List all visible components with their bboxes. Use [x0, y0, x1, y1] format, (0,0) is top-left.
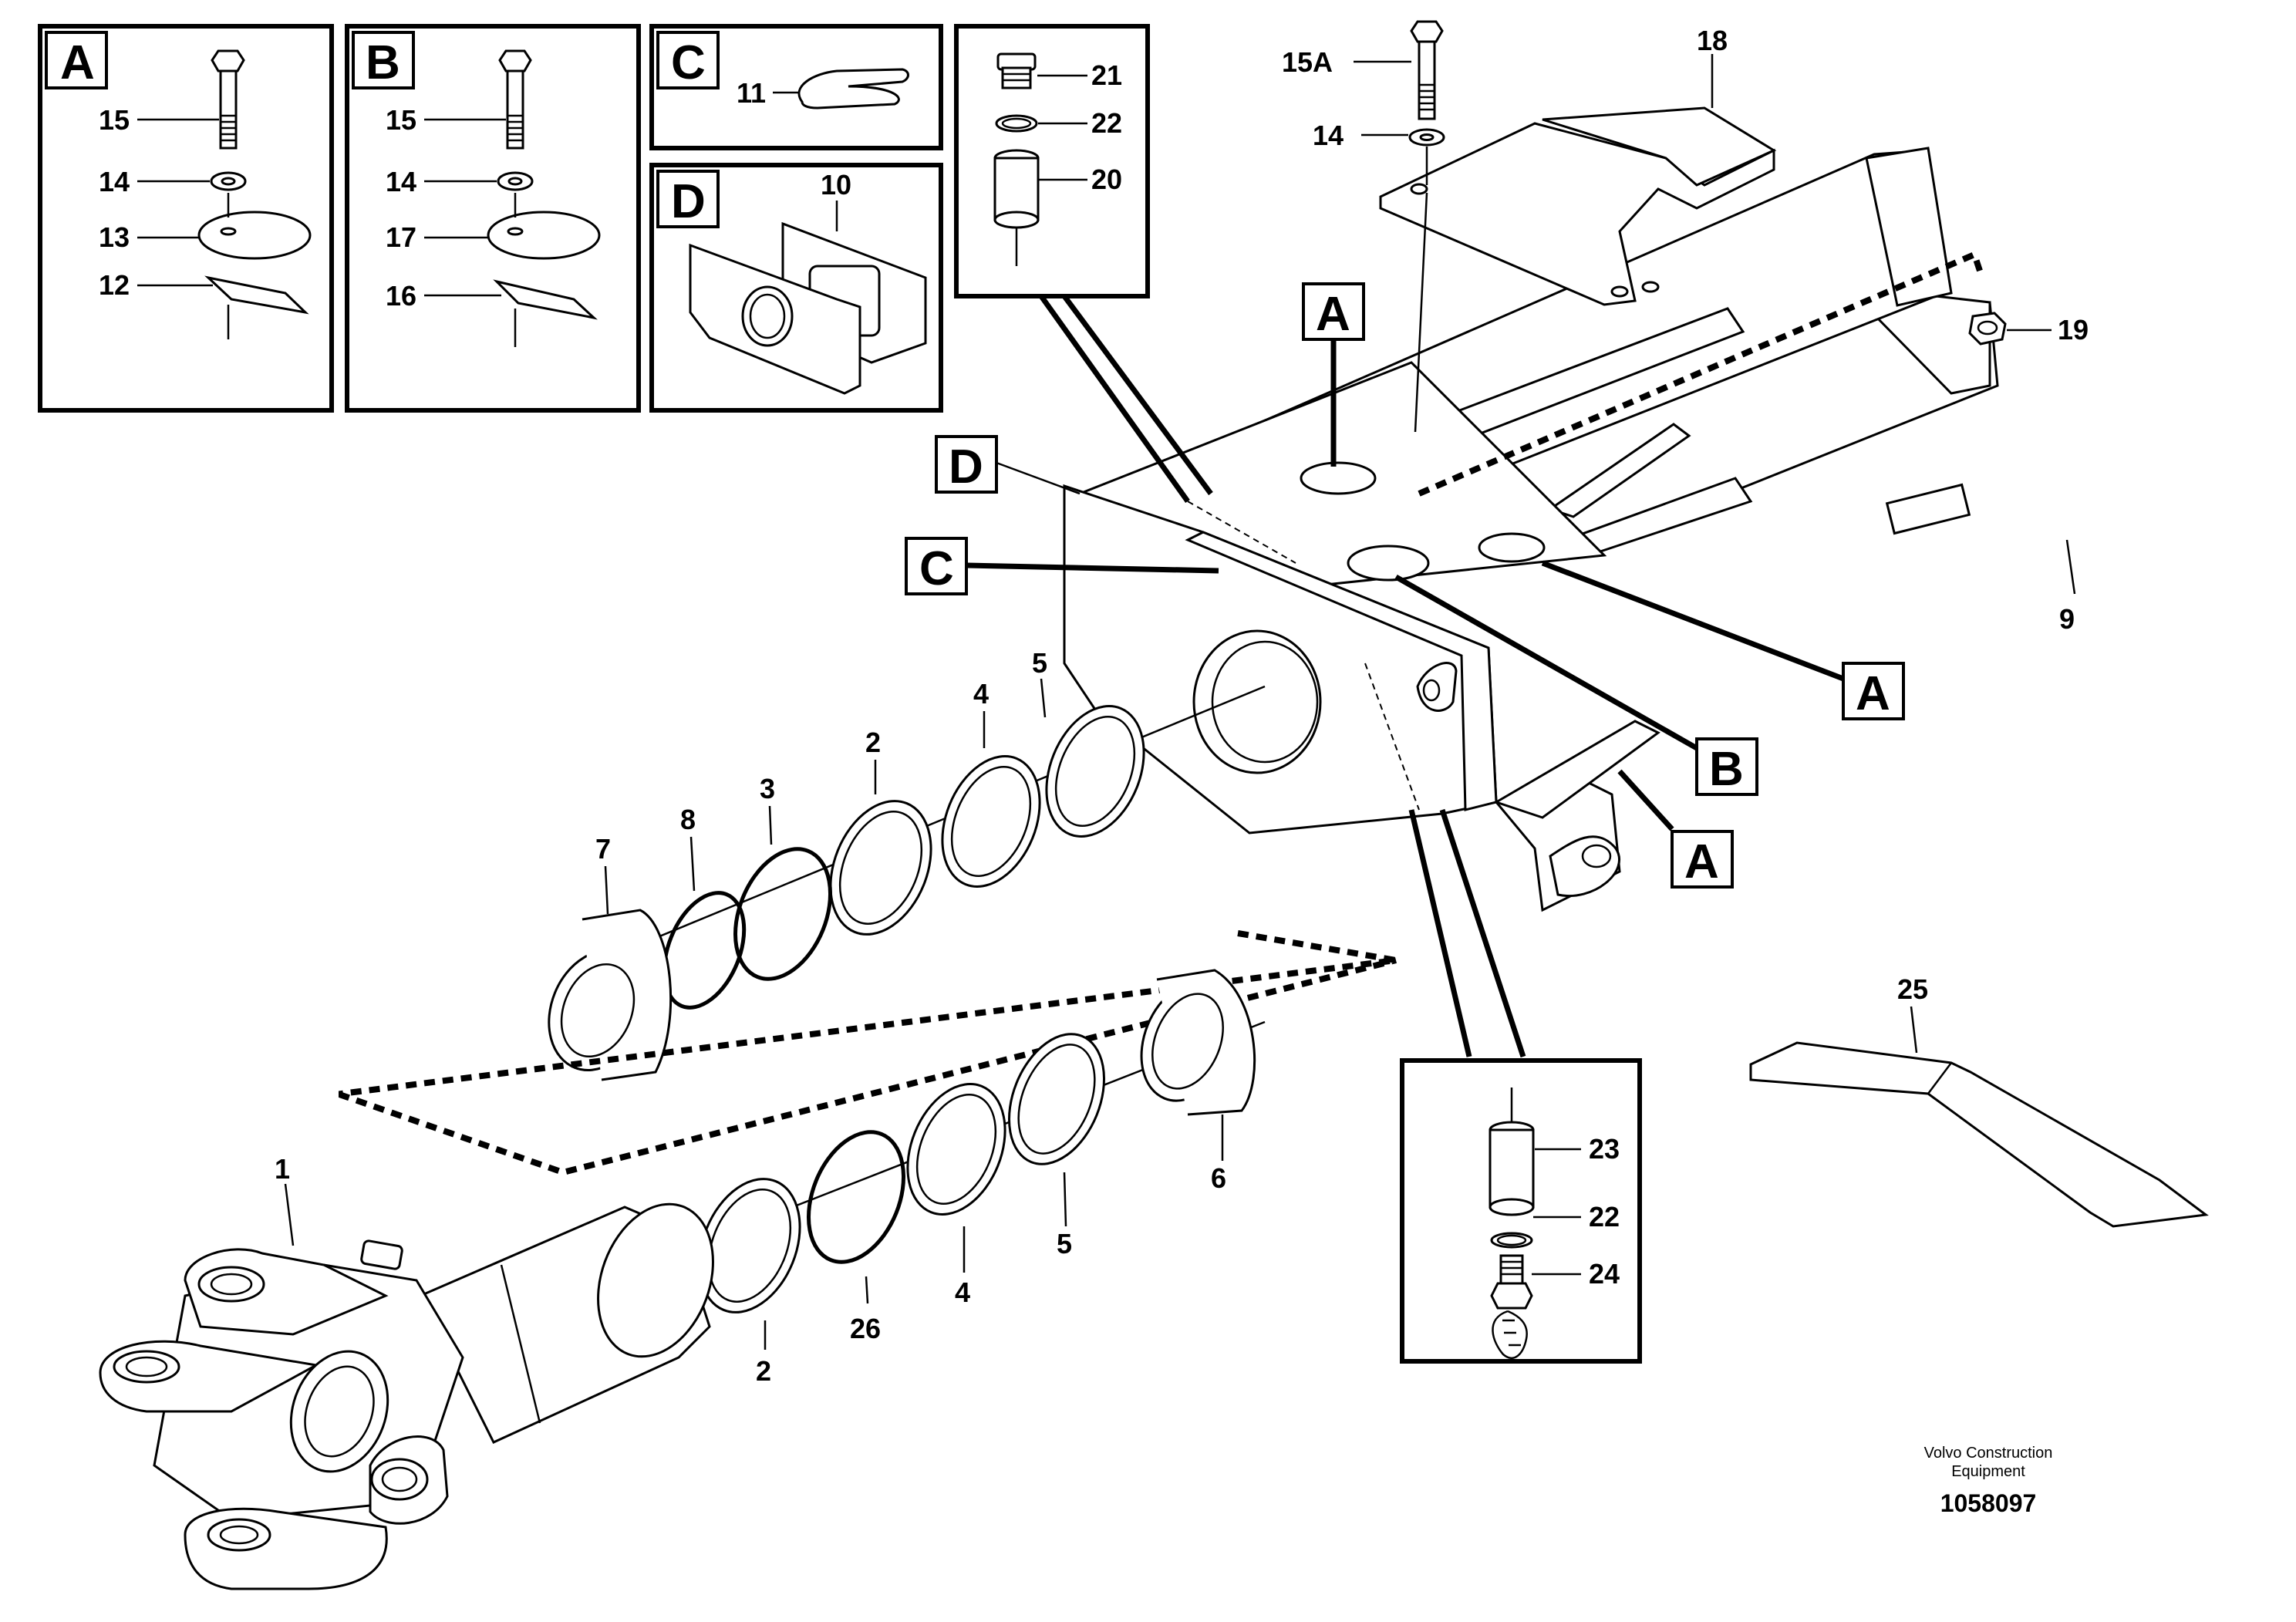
brand-line-1: Volvo Construction: [1924, 1445, 2053, 1462]
label-11: 11: [737, 77, 766, 109]
inset-plug: 21 22 20: [954, 24, 1150, 298]
tag-b: B: [1709, 743, 1744, 796]
label-4: 4: [973, 678, 989, 710]
inset-d-letter: D: [671, 175, 706, 228]
inset-b-letter: B: [366, 36, 400, 89]
label-15: 15: [386, 104, 416, 136]
label-25: 25: [1897, 973, 1928, 1005]
label-12: 12: [99, 269, 130, 301]
cover-plate-18: 15A 14 18: [1282, 20, 1777, 433]
bearing-rings-upper: 5 4 2 3 8 7: [548, 647, 1266, 1081]
label-1: 1: [275, 1153, 290, 1185]
label-5: 5: [1032, 647, 1047, 679]
label-3: 3: [760, 773, 775, 804]
label-23: 23: [1589, 1133, 1620, 1165]
inset-a-letter: A: [60, 36, 95, 89]
brand-line-2: Equipment: [1951, 1463, 2025, 1480]
inset-a: A 15 14 13 12: [38, 24, 334, 413]
label-8: 8: [680, 804, 696, 835]
inset-grease-nipple: 23 22 24: [1400, 1058, 1642, 1364]
label-7: 7: [595, 833, 611, 865]
label-14: 14: [99, 166, 130, 197]
label-24: 24: [1589, 1258, 1620, 1290]
dashed-reference-outline: [339, 930, 1397, 1176]
label-22: 22: [1091, 107, 1122, 139]
label-15: 15: [99, 104, 130, 136]
label-18: 18: [1697, 25, 1728, 56]
tag-d: D: [949, 440, 983, 494]
propeller-shaft-1: 1: [99, 1153, 714, 1590]
tag-a-top: A: [1316, 288, 1350, 341]
label-14: 14: [386, 166, 416, 197]
frame-callouts: A D C A B A: [905, 282, 1905, 1058]
label-10: 10: [821, 169, 851, 201]
label-15a: 15A: [1282, 46, 1333, 78]
tag-a-right: A: [1856, 667, 1890, 720]
tag-a-low: A: [1684, 835, 1719, 889]
label-20: 20: [1091, 164, 1122, 195]
inset-b: B 15 14 17 16: [345, 24, 641, 413]
branding: Volvo Construction Equipment 1058097: [1924, 1445, 2053, 1517]
label-14-top: 14: [1313, 120, 1344, 151]
label-21: 21: [1091, 59, 1122, 91]
document-number: 1058097: [1940, 1489, 2037, 1517]
inset-c: C 11: [649, 24, 943, 150]
label-17: 17: [386, 221, 416, 253]
label-22: 22: [1589, 1201, 1620, 1233]
label-2: 2: [756, 1355, 771, 1387]
label-19: 19: [2058, 314, 2089, 346]
bearing-rings-lower: 6 5 4 26 2: [693, 969, 1266, 1387]
label-2: 2: [865, 727, 881, 758]
label-5: 5: [1057, 1228, 1072, 1259]
inset-d: D 10: [649, 163, 943, 413]
nut-19: 19 9: [1968, 312, 2089, 635]
tag-c: C: [919, 542, 954, 595]
label-13: 13: [99, 221, 130, 253]
label-16: 16: [386, 280, 416, 312]
label-4: 4: [955, 1276, 970, 1308]
label-26: 26: [850, 1313, 881, 1344]
inset-c-letter: C: [671, 36, 706, 89]
label-6: 6: [1211, 1162, 1226, 1194]
label-9: 9: [2059, 603, 2075, 635]
shield-25: 25: [1749, 973, 2209, 1228]
axle-frame: [1063, 147, 1999, 912]
